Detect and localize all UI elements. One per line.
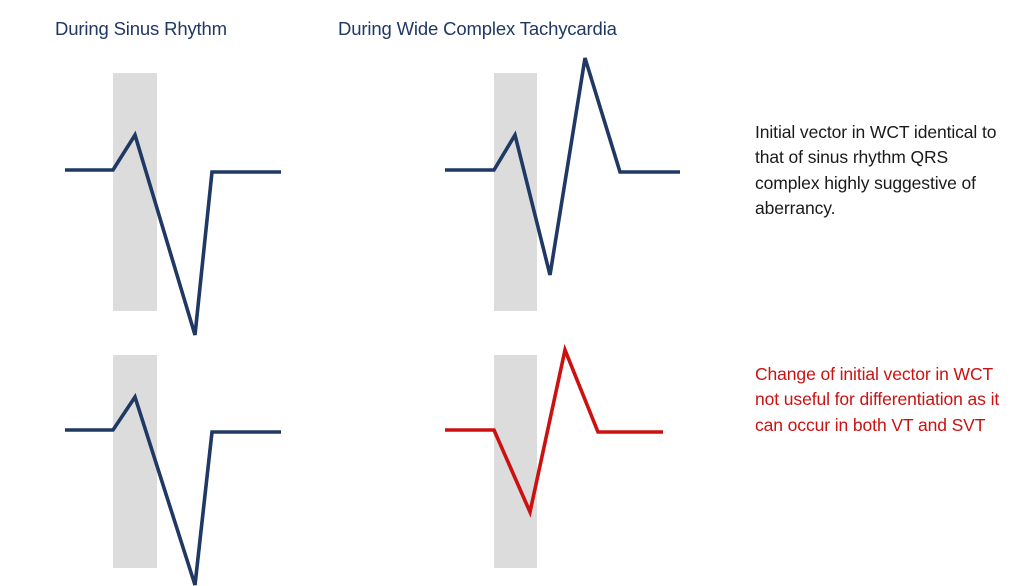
annotation-nonspecific: Change of initial vector in WCT not usef… (755, 364, 1000, 435)
ecg-trace-line (445, 57, 680, 276)
ecg-waveform-wct-bottom (420, 340, 720, 580)
column-heading-wide-complex-tachycardia: During Wide Complex Tachycardia (338, 18, 617, 39)
column-heading-sinus-rhythm: During Sinus Rhythm (55, 18, 227, 39)
initial-vector-highlight-band (494, 355, 537, 568)
initial-vector-highlight-band (113, 73, 157, 311)
ecg-trace-line (445, 343, 663, 518)
ecg-trace-line (65, 392, 281, 586)
ecg-waveform-wct-top (420, 50, 720, 340)
initial-vector-highlight-band (113, 355, 157, 568)
ecg-waveform-sinus-rhythm-top (40, 50, 340, 340)
annotation-aberrancy: Initial vector in WCT identical to that … (755, 122, 997, 219)
ecg-trace-line (65, 130, 281, 336)
ecg-waveform-sinus-rhythm-bottom (40, 340, 340, 586)
